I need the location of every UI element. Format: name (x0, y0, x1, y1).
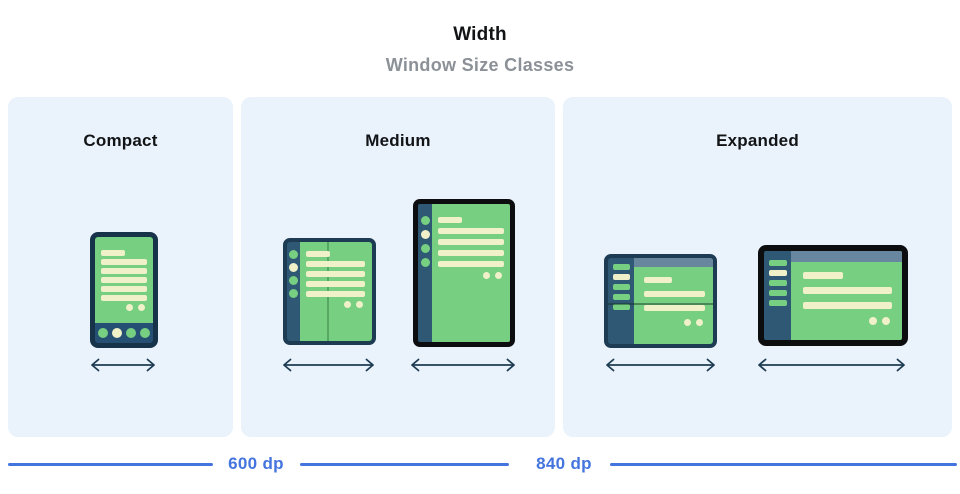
diagram-header: Width Window Size Classes (0, 24, 960, 76)
nav-item-bar (612, 274, 630, 280)
nav-item-bar (612, 294, 630, 300)
content-line (803, 272, 843, 279)
content-line (306, 291, 365, 297)
rail-dot-icon (420, 216, 430, 225)
content-line (644, 291, 705, 297)
nav-item-bar (612, 284, 630, 290)
content-line (644, 305, 705, 311)
phone-screen (95, 237, 153, 323)
breakpoint-rule-segment (610, 463, 957, 466)
content-line (306, 251, 330, 257)
action-dots (803, 317, 892, 325)
rail-dot-icon (289, 250, 298, 259)
content-line (306, 271, 365, 277)
rail-dot-icon (289, 276, 298, 285)
content-line (101, 268, 147, 274)
content-line (438, 261, 504, 267)
foldable-landscape-device-illustration (604, 254, 717, 348)
breakpoint-600dp-label: 600 dp (228, 454, 284, 473)
rail-dot-icon (420, 244, 430, 253)
foldable-screen (300, 242, 372, 341)
tablet-landscape-device-illustration (758, 245, 908, 346)
width-arrow-icon (758, 358, 905, 372)
action-dots (438, 272, 504, 279)
app-top-bar (634, 258, 713, 267)
nav-item-bar (768, 300, 787, 306)
panel-expanded: Expanded (563, 97, 952, 437)
content-line (803, 287, 892, 294)
rail-dot-icon (289, 289, 298, 298)
content-line (101, 250, 125, 256)
width-arrow-icon (606, 358, 715, 372)
nav-item-bar (612, 264, 630, 270)
panel-expanded-label: Expanded (716, 131, 799, 150)
content-line (438, 228, 504, 234)
nav-item-bar (768, 270, 787, 276)
phone-nav-bar (95, 323, 153, 343)
foldable-screen (634, 258, 713, 344)
nav-dot-icon (140, 328, 150, 338)
side-nav-panel (608, 258, 634, 344)
nav-item-bar (768, 290, 787, 296)
content-line (101, 259, 147, 265)
width-arrow-icon (283, 358, 374, 372)
content-line (306, 281, 365, 287)
content-line (101, 295, 147, 301)
rail-dot-icon (289, 263, 298, 272)
rail-dot-icon (420, 258, 430, 267)
content-line (101, 277, 147, 283)
panel-compact: Compact (8, 97, 233, 437)
nav-item-bar (612, 304, 630, 310)
content-line (803, 302, 892, 309)
breakpoint-rule-segment (300, 463, 509, 466)
content-line (644, 277, 672, 283)
tablet-portrait-device-illustration (413, 199, 515, 347)
diagram-subtitle: Window Size Classes (385, 55, 575, 75)
nav-item-bar (768, 280, 787, 286)
content-line (438, 217, 462, 223)
nav-item-bar (768, 260, 787, 266)
nav-dot-icon (126, 328, 136, 338)
tablet-screen (432, 204, 510, 342)
action-dots (306, 301, 365, 308)
action-dots (644, 319, 705, 326)
width-arrow-icon (411, 358, 515, 372)
breakpoint-840dp-label: 840 dp (536, 454, 592, 473)
nav-dot-icon (112, 328, 122, 338)
side-nav-panel (764, 251, 791, 340)
panel-medium: Medium (241, 97, 555, 437)
panel-medium-label: Medium (365, 131, 431, 150)
fold-crease (608, 302, 713, 305)
rail-dot-icon (420, 230, 430, 239)
phone-device-illustration (90, 232, 158, 348)
nav-rail (287, 242, 300, 341)
content-line (438, 250, 504, 256)
app-top-bar (791, 251, 902, 262)
action-dots (101, 304, 147, 311)
panel-compact-label: Compact (83, 131, 158, 150)
content-line (101, 286, 147, 292)
nav-dot-icon (98, 328, 108, 338)
nav-rail (418, 204, 432, 342)
tablet-screen (791, 251, 902, 340)
diagram-title: Width (453, 24, 507, 45)
breakpoint-rule-segment (8, 463, 213, 466)
width-arrow-icon (91, 358, 155, 372)
content-line (306, 261, 365, 267)
foldable-portrait-device-illustration (283, 238, 376, 345)
content-line (438, 239, 504, 245)
